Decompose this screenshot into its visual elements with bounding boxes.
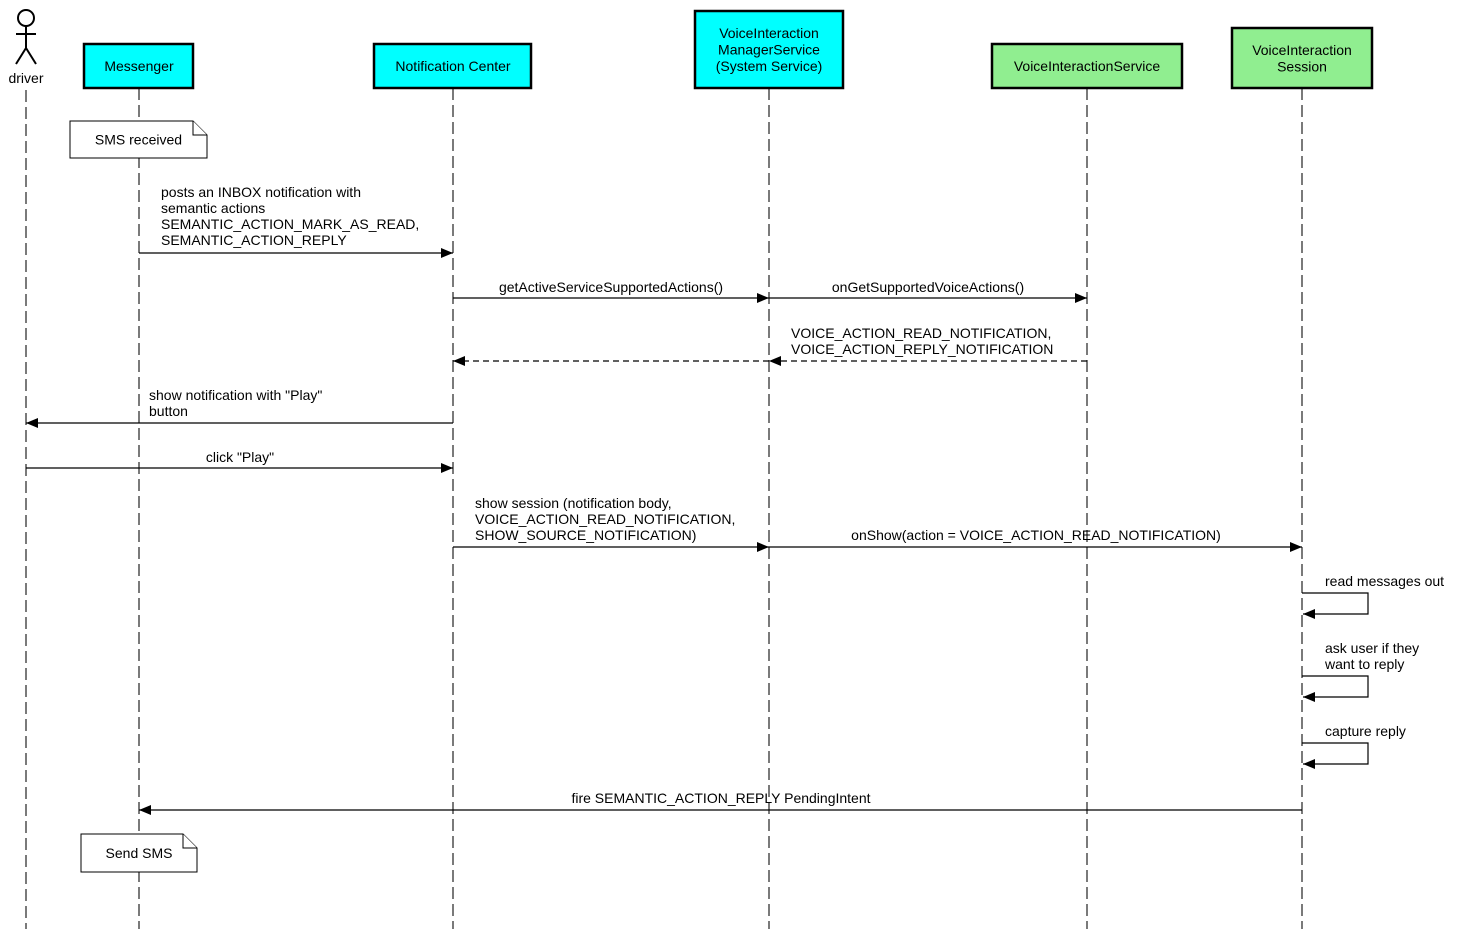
participant-label: VoiceInteraction [1252, 42, 1352, 58]
participant-notification-center: Notification Center [372, 42, 533, 90]
participant-label: VoiceInteractionService [1014, 58, 1161, 74]
participant-box [82, 42, 195, 90]
message-vims-to-session: onShow(action = VOICE_ACTION_READ_NOTIFI… [769, 527, 1302, 552]
message-label: VOICE_ACTION_READ_NOTIFICATION, [475, 511, 735, 527]
participant-label: Session [1277, 58, 1327, 74]
message-label: SHOW_SOURCE_NOTIFICATION) [475, 527, 696, 543]
self-message-arrow [1302, 592, 1369, 619]
self-message-arrow [1302, 742, 1369, 769]
message-session-to-session: capture reply [1302, 723, 1406, 769]
note: Send SMS [80, 833, 198, 873]
message-label: button [149, 403, 188, 419]
participant-label: VoiceInteraction [719, 25, 819, 41]
note-text: SMS received [95, 132, 182, 148]
message-label: VOICE_ACTION_REPLY_NOTIFICATION [791, 341, 1053, 357]
message-label: posts an INBOX notification with [161, 184, 361, 200]
message-label: SEMANTIC_ACTION_REPLY [161, 232, 347, 248]
self-message-arrow [1302, 675, 1369, 702]
message-label: VOICE_ACTION_READ_NOTIFICATION, [791, 325, 1051, 341]
note: SMS received [69, 120, 208, 159]
message-label: want to reply [1324, 656, 1404, 672]
actor-driver: driver [8, 9, 44, 86]
message-vis-to-vims: VOICE_ACTION_READ_NOTIFICATION,VOICE_ACT… [769, 325, 1087, 366]
stick-figure-icon [15, 9, 37, 65]
message-label: semantic actions [161, 200, 265, 216]
participant-label: Notification Center [395, 58, 511, 74]
message-label: click "Play" [206, 449, 274, 465]
message-notification-center-to-driver: show notification with "Play"button [26, 387, 453, 428]
note-text: Send SMS [106, 845, 173, 861]
message-label: onShow(action = VOICE_ACTION_READ_NOTIFI… [851, 527, 1221, 543]
message-vims-to-vis: onGetSupportedVoiceActions() [769, 279, 1087, 303]
message-label: SEMANTIC_ACTION_MARK_AS_READ, [161, 216, 419, 232]
participant-label: (System Service) [716, 58, 823, 74]
participant-box [990, 42, 1184, 90]
message-label: show notification with "Play" [149, 387, 322, 403]
participant-box [1230, 26, 1374, 90]
message-notification-center-to-vims: getActiveServiceSupportedActions() [453, 279, 769, 303]
message-label: fire SEMANTIC_ACTION_REPLY PendingIntent [571, 790, 870, 806]
actor-label: driver [8, 70, 43, 86]
participant-label: Messenger [104, 58, 174, 74]
participant-label: ManagerService [718, 42, 820, 58]
message-notification-center-to-vims: show session (notification body,VOICE_AC… [453, 495, 769, 552]
participant-box [693, 9, 845, 90]
message-driver-to-notification-center: click "Play" [26, 449, 453, 473]
message-messenger-to-notification-center: posts an INBOX notification withsemantic… [139, 184, 453, 258]
participant-messenger: Messenger [82, 42, 195, 90]
message-label: ask user if they [1325, 640, 1419, 656]
participant-box [372, 42, 533, 90]
message-session-to-messenger: fire SEMANTIC_ACTION_REPLY PendingIntent [139, 790, 1302, 815]
message-label: getActiveServiceSupportedActions() [499, 279, 723, 295]
message-label: capture reply [1325, 723, 1406, 739]
message-label: show session (notification body, [475, 495, 672, 511]
message-label: onGetSupportedVoiceActions() [832, 279, 1024, 295]
message-session-to-session: read messages out [1302, 573, 1444, 619]
message-label: read messages out [1325, 573, 1444, 589]
participant-vis: VoiceInteractionService [990, 42, 1184, 90]
